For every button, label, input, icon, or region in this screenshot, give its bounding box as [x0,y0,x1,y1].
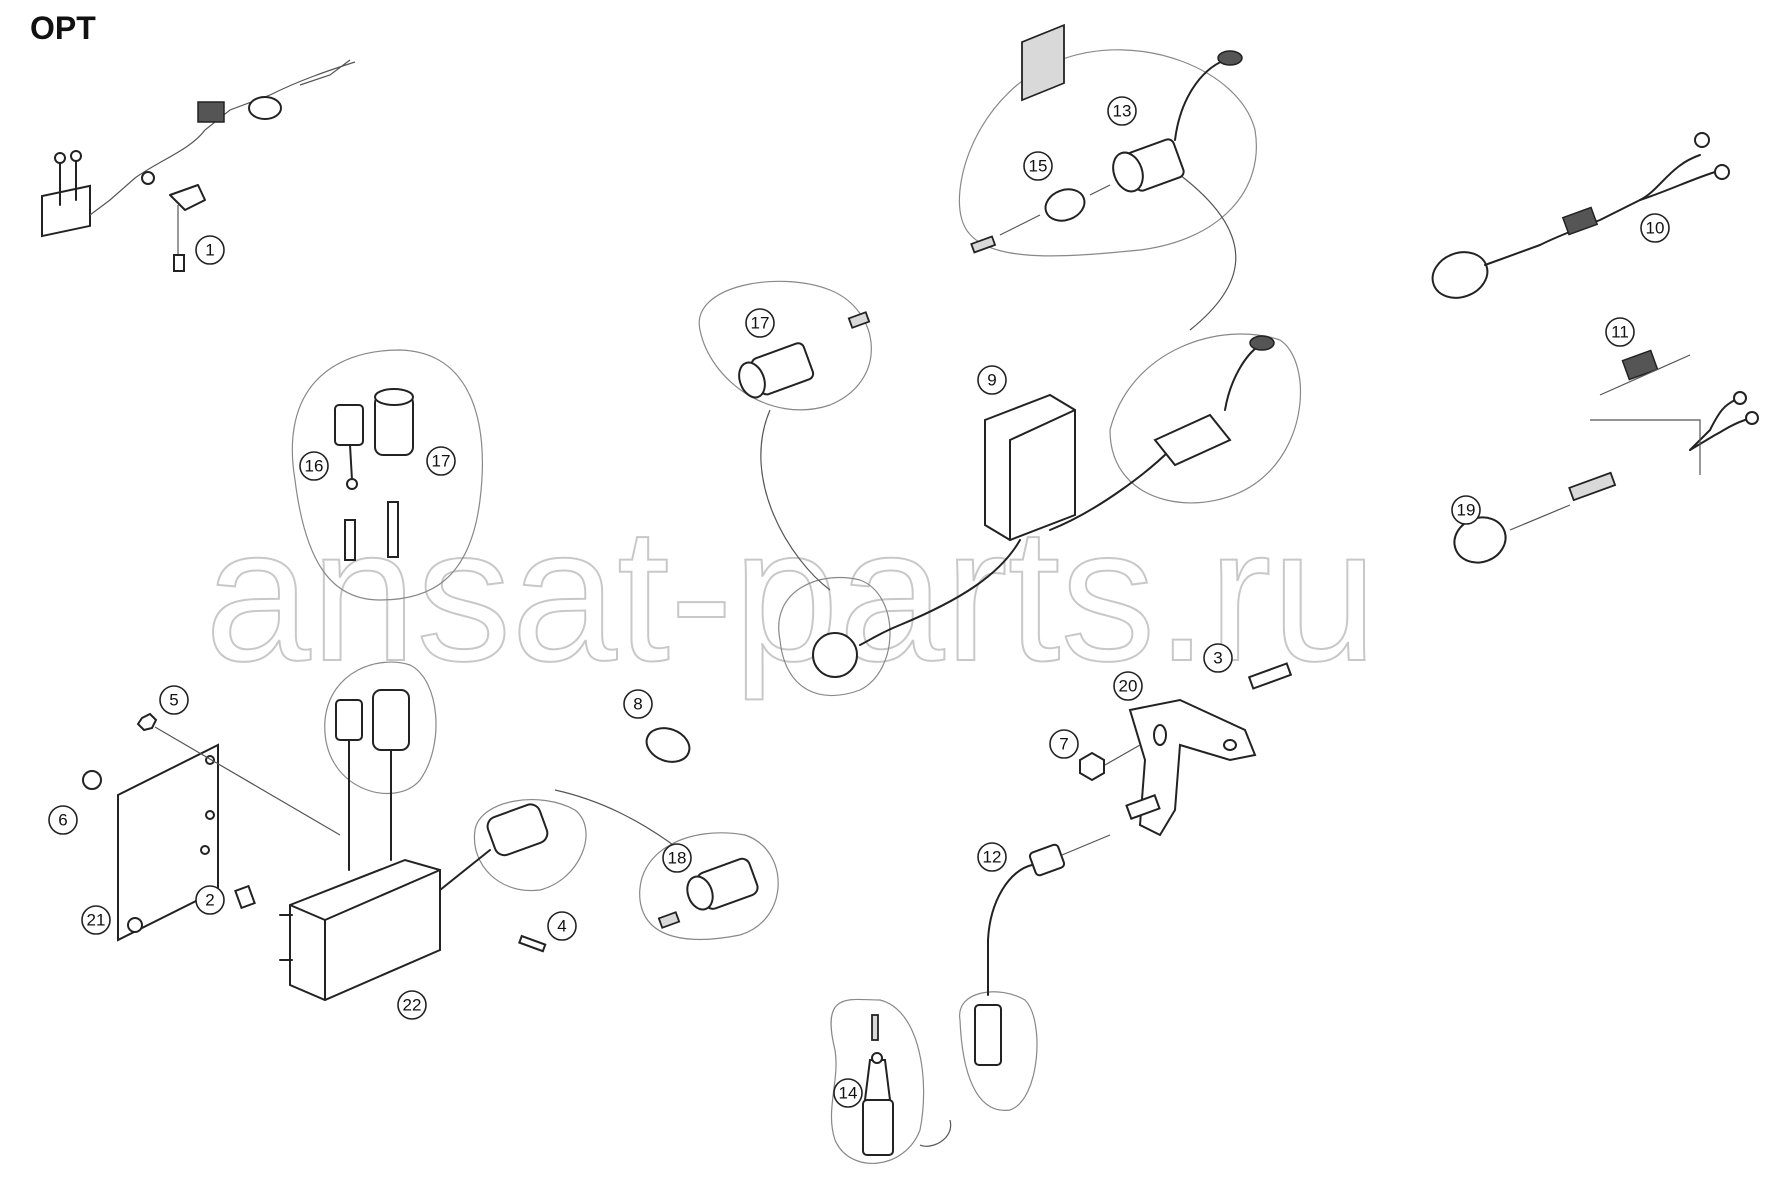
svg-text:12: 12 [983,848,1002,867]
callout-12: 12 [977,842,1007,872]
svg-text:10: 10 [1646,219,1665,238]
group-outline-14 [830,998,925,1164]
svg-text:9: 9 [987,371,996,390]
callout-11: 11 [1605,317,1635,347]
callout-17-top: 17 [745,308,775,338]
part-17-top-connector [738,311,871,399]
part-18-connector [657,857,759,929]
svg-text:17: 17 [751,314,770,333]
group-outline-lower-connector [778,576,891,697]
callout-17-left: 17 [426,446,456,476]
svg-text:14: 14 [839,1084,858,1103]
group-outline-22-right [473,799,587,892]
callout-16: 16 [299,451,329,481]
group-outline-13-15 [958,49,1257,257]
callout-2: 2 [195,885,225,915]
svg-text:18: 18 [668,849,687,868]
svg-text:8: 8 [633,695,642,714]
svg-text:21: 21 [87,911,106,930]
callout-3: 3 [1203,643,1233,673]
part-22-junction-box [279,689,549,1002]
svg-text:2: 2 [205,891,214,910]
callout-19: 19 [1451,495,1481,525]
callout-21: 21 [81,905,111,935]
part-16-17-plugs [334,388,414,561]
group-outline-12-connector [959,991,1038,1111]
part-11-19-cable [1453,349,1759,564]
callout-6: 6 [48,805,78,835]
svg-text:16: 16 [305,457,324,476]
group-outline-22-top [324,661,437,795]
svg-text:17: 17 [432,452,451,471]
callout-15: 15 [1023,151,1053,181]
callout-13: 13 [1107,96,1137,126]
svg-text:15: 15 [1029,157,1048,176]
part-13-15-socket [970,50,1243,254]
group-outline-16-17 [291,349,483,601]
part-12-sensor-cable [974,834,1111,1066]
callout-14: 14 [833,1078,863,1108]
callout-20: 20 [1113,671,1143,701]
callout-10: 10 [1640,213,1670,243]
group-outline-9-connector [1109,333,1302,504]
callout-9: 9 [977,365,1007,395]
callout-1: 1 [195,235,225,265]
callout-5: 5 [159,685,189,715]
callout-7: 7 [1049,729,1079,759]
svg-text:5: 5 [169,691,178,710]
svg-text:1: 1 [205,241,214,260]
svg-text:22: 22 [403,996,422,1015]
callout-22: 22 [397,990,427,1020]
svg-text:11: 11 [1611,323,1629,342]
part-9-control-unit [812,23,1275,678]
part-8-hose-clamp [645,727,691,763]
svg-text:7: 7 [1059,735,1068,754]
svg-text:6: 6 [58,811,67,830]
svg-text:20: 20 [1119,677,1138,696]
part-10-cable [1431,132,1730,299]
page-title: OPT [30,10,96,46]
callout-18: 18 [662,843,692,873]
overview-assembly-thumbnail [41,59,356,272]
part-20-bracket [1079,662,1293,837]
svg-text:19: 19 [1457,501,1476,520]
svg-text:3: 3 [1213,649,1222,668]
svg-text:4: 4 [557,917,566,936]
callout-8: 8 [623,689,653,719]
part-14-plug [862,1014,894,1156]
callout-4: 4 [547,911,577,941]
svg-text:13: 13 [1113,102,1132,121]
group-outline-17-top [698,280,872,411]
part-21-mounting-plate [82,712,547,953]
